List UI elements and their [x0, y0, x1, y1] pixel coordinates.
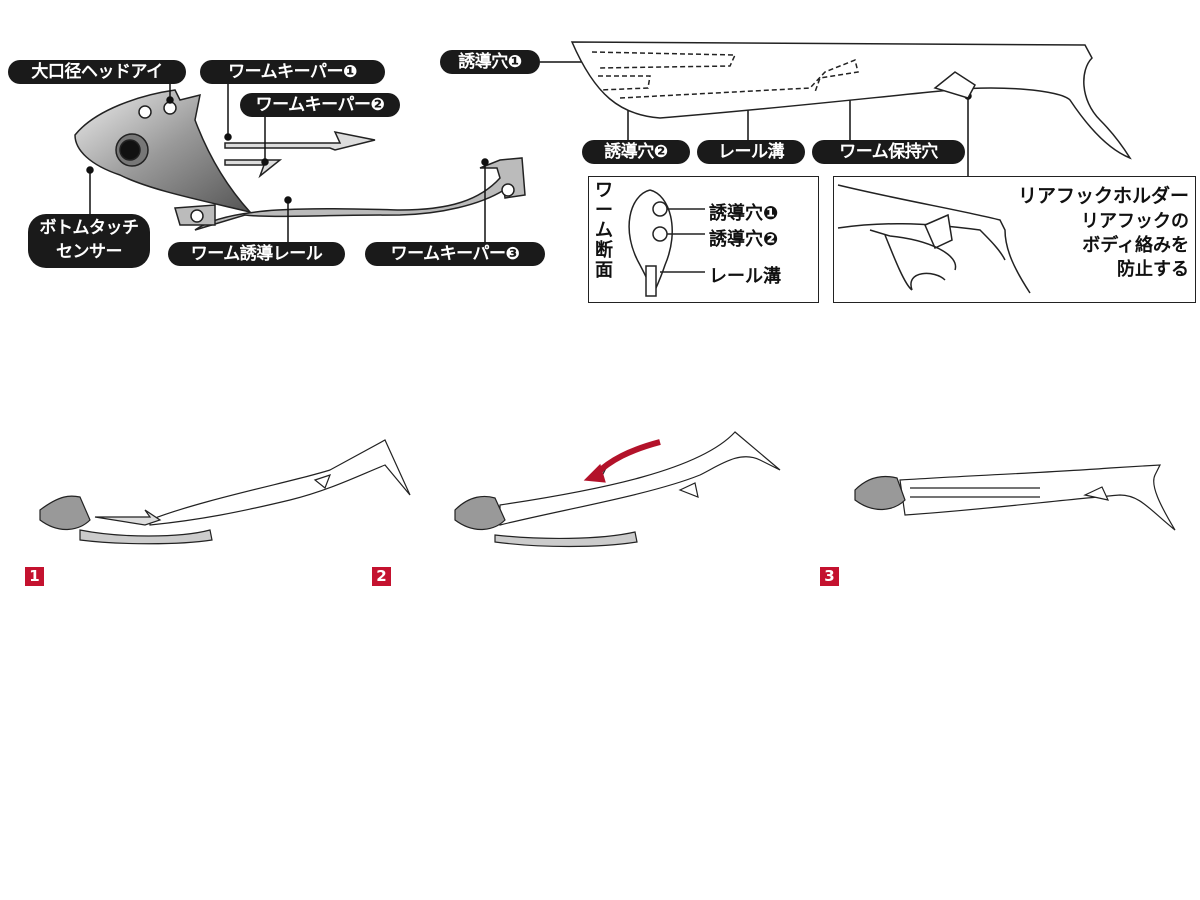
cross-section-box: ワーム断面 誘導穴❶ 誘導穴❷ レール溝 [588, 176, 819, 303]
rear-hook-desc2: ボディ絡みを [1082, 235, 1189, 256]
worm-illustration [570, 41, 1132, 160]
rear-hook-illustration [837, 184, 1031, 294]
leader-lines [86, 58, 972, 242]
cross-section-hole1: 誘導穴❶ [709, 203, 779, 224]
step-badge-2: 2 [372, 567, 391, 586]
rear-hook-title: リアフックホルダー [1017, 185, 1189, 207]
head-eye-label: 大口径ヘッドアイ [8, 60, 186, 84]
cross-section-groove: レール溝 [709, 266, 781, 287]
guide-hole1-label: 誘導穴❶ [440, 50, 540, 74]
slide-arrow [592, 439, 661, 478]
step2-illustration [454, 431, 781, 548]
cross-section-hole2: 誘導穴❷ [709, 229, 779, 250]
guide-hole2-label: 誘導穴❷ [582, 140, 690, 164]
keeper2-label: ワームキーパー❷ [240, 93, 400, 117]
bottom-touch-line1: ボトムタッチ [39, 218, 140, 238]
bottom-touch-line2: センサー [56, 242, 123, 262]
step-badge-3: 3 [820, 567, 839, 586]
rear-hook-desc1: リアフックの [1081, 211, 1189, 232]
rear-hook-desc3: 防止する [1117, 259, 1189, 280]
step1-illustration [39, 439, 411, 545]
step3-illustration [854, 464, 1176, 531]
rear-hook-box: リアフックホルダー リアフックの ボディ絡みを 防止する [833, 176, 1196, 303]
keeper1-label: ワームキーパー❶ [200, 60, 385, 84]
guide-rail-label: ワーム誘導レール [168, 242, 345, 266]
cross-section-title: ワーム断面 [595, 180, 613, 281]
cross-section-illustration [628, 189, 705, 297]
keeper3-label: ワームキーパー❸ [365, 242, 545, 266]
step-badge-1: 1 [25, 567, 44, 586]
bottom-touch-sensor-label: ボトムタッチ センサー [28, 214, 150, 268]
holding-hole-label: ワーム保持穴 [812, 140, 965, 164]
rail-groove-label: レール溝 [697, 140, 805, 164]
